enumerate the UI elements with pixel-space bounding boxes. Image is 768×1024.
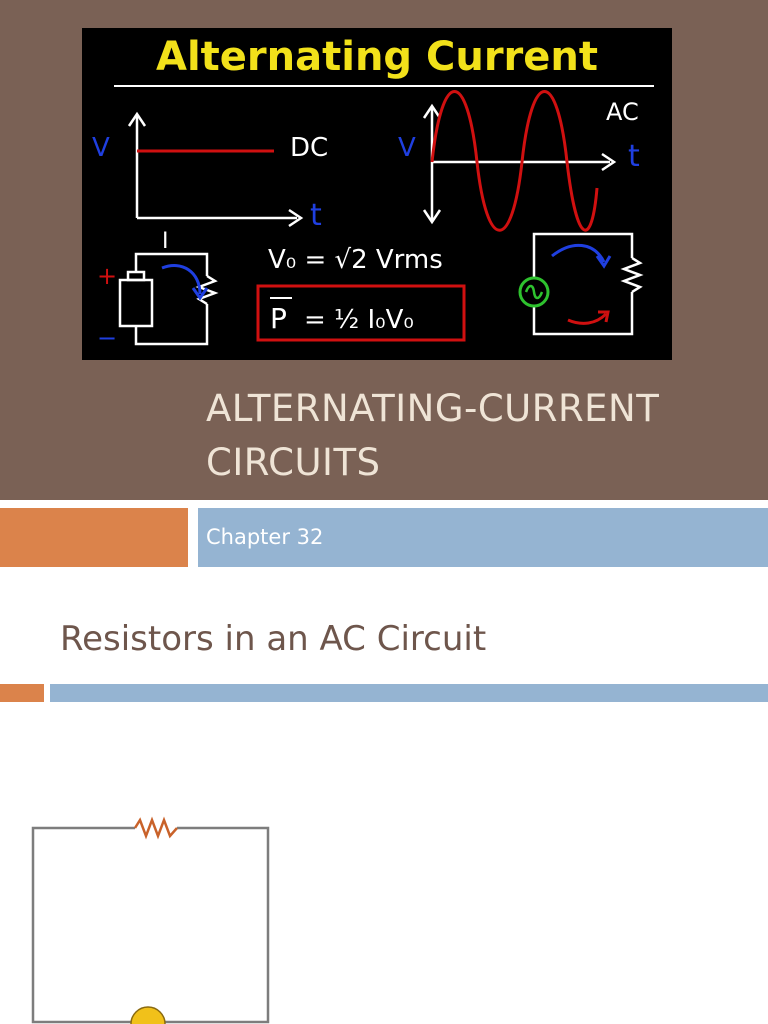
current-label: I — [162, 229, 169, 254]
resistor-circuit-diagram — [31, 816, 270, 1024]
ac-circuit — [532, 232, 644, 336]
plus-sign: + — [97, 262, 117, 290]
chalkboard-illustration: Alternating Current V t DC V — [82, 28, 672, 360]
minus-sign: − — [97, 324, 117, 352]
slide-title-line-1: Alternating-Current — [206, 387, 660, 430]
slide2-title: Resistors in an AC Circuit — [60, 619, 487, 659]
dc-axis-v: V — [92, 133, 110, 163]
ac-axis-v: V — [398, 133, 416, 163]
resistor-icon — [133, 816, 178, 840]
ac-dc-diagram: Alternating Current V t DC V — [92, 34, 654, 352]
slide2-accent-orange — [0, 684, 44, 702]
dc-axis-t: t — [310, 198, 322, 233]
equation-p-left: P — [270, 302, 287, 335]
title-slide: Alternating Current V t DC V — [0, 0, 768, 500]
dc-label: DC — [290, 133, 328, 163]
dc-graph — [127, 111, 304, 228]
ac-source-icon — [518, 276, 550, 308]
ac-source-icon — [130, 1006, 166, 1024]
ac-current-arrow-blue — [551, 243, 606, 263]
ac-label: AC — [606, 98, 639, 126]
ac-current-arrow-red — [567, 312, 608, 325]
equation-vrms: V₀ = √2 Vrms — [268, 245, 443, 275]
slide-title: Alternating-Current Circuits — [206, 382, 746, 490]
accent-bar-orange — [0, 508, 188, 567]
power-equation-box — [256, 284, 466, 342]
ac-graph — [422, 103, 617, 225]
ac-axis-t: t — [628, 139, 640, 174]
board-heading: Alternating Current — [156, 34, 598, 80]
slide-title-line-2: Circuits — [206, 441, 381, 484]
chapter-subtitle: Chapter 32 — [206, 525, 324, 549]
equation-p-right: = ½ I₀V₀ — [304, 305, 414, 335]
accent-bar-blue — [198, 508, 768, 567]
slide2-accent-blue — [50, 684, 768, 702]
circuit-wire — [31, 826, 135, 1024]
dc-current-arrow — [161, 264, 202, 295]
ac-sine-wave — [430, 90, 599, 232]
